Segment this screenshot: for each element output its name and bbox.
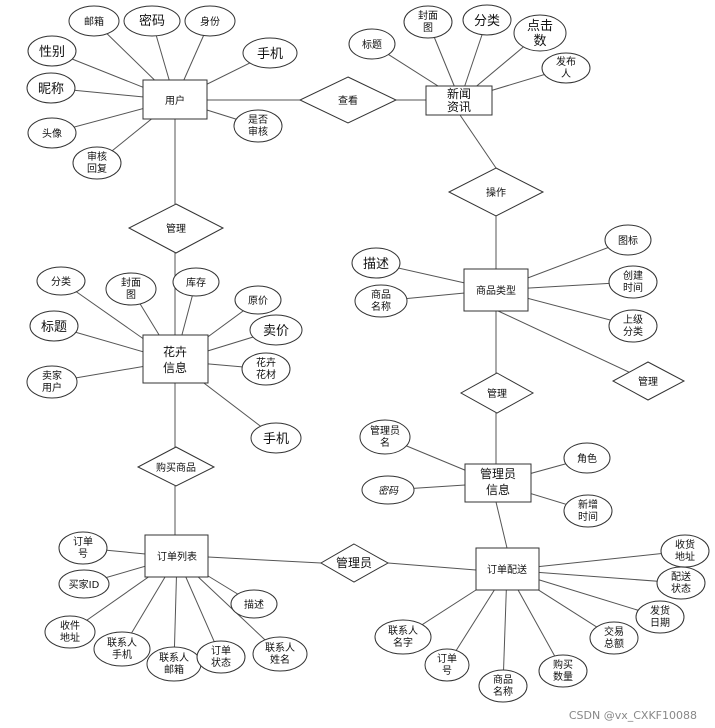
attr-recipient-address: 收件地址	[60, 619, 80, 644]
attr-delivery-contact-name: 联系人名字	[388, 625, 418, 649]
attr-user-phone: 手机	[257, 47, 283, 62]
rel-manage-flower: 管理	[166, 222, 186, 235]
news-attributes: 标题 封面图 分类 点击数 发布人	[348, 4, 591, 84]
attr-purchase-qty: 购买数量	[553, 658, 573, 683]
attr-flower-phone: 手机	[263, 432, 289, 447]
rel-view: 查看	[338, 94, 358, 107]
entities: 用户 新闻资讯 商品类型 花卉信息 管理员信息 订单列表 订单配送	[142, 79, 540, 591]
entity-order-list: 订单列表	[157, 550, 197, 563]
attr-flower-cover: 封面图	[121, 276, 141, 301]
attr-user-nickname: 昵称	[38, 82, 64, 97]
attr-category-icon: 图标	[618, 235, 638, 247]
attr-buyer-id: 买家ID	[69, 578, 100, 591]
entity-user: 用户	[165, 94, 185, 107]
attr-flower-stock: 库存	[186, 276, 206, 289]
attr-flower-seller: 卖家用户	[42, 369, 62, 394]
attr-admin-created: 新增时间	[578, 498, 598, 523]
entity-delivery: 订单配送	[487, 563, 527, 576]
attr-category-name: 商品名称	[371, 288, 391, 313]
attr-user-review-reply: 审核回复	[87, 150, 107, 175]
attr-flower-material: 花卉花材	[256, 356, 276, 381]
attr-admin-password: 密码	[378, 485, 399, 497]
attr-news-cover: 封面图	[418, 9, 438, 34]
attr-flower-original-price: 原价	[248, 295, 268, 307]
attr-user-identity: 身份	[200, 15, 220, 28]
rel-admin-order: 管理员	[336, 555, 372, 570]
attr-contact-email: 联系人邮箱	[159, 652, 189, 676]
rel-operate: 操作	[486, 186, 506, 199]
attr-total-amount: 交易总额	[604, 625, 624, 650]
attr-order-description: 描述	[244, 598, 264, 611]
entity-flower: 花卉信息	[163, 344, 187, 375]
attr-contact-phone: 联系人手机	[107, 637, 137, 661]
attr-admin-name: 管理员名	[370, 424, 400, 449]
attr-delivery-status: 配送状态	[671, 570, 691, 595]
attr-order-number: 订单号	[73, 536, 93, 560]
attr-ship-date: 发货日期	[650, 604, 670, 629]
entity-admin: 管理员信息	[480, 466, 516, 497]
attr-news-clicks: 点击数	[527, 19, 553, 49]
entity-category: 商品类型	[476, 284, 516, 297]
watermark: CSDN @vx_CXKF10088	[568, 709, 697, 722]
attr-shipping-address: 收货地址	[675, 538, 695, 563]
attr-contact-name: 联系人姓名	[265, 642, 295, 666]
order-list-attributes: 订单号 买家ID 描述 收件地址 联系人手机 联系人邮箱 订单状态 联系人姓名	[44, 531, 308, 682]
attr-news-publisher: 发布人	[556, 55, 576, 80]
attr-user-is-reviewed: 是否审核	[248, 114, 268, 138]
flower-attributes: 分类 封面图 库存 原价 标题 卖价 卖家用户 花卉花材 手机	[26, 266, 303, 454]
attr-delivery-order-number: 订单号	[437, 653, 457, 677]
attr-flower-category: 分类	[51, 275, 71, 288]
delivery-attributes: 收货地址 配送状态 发货日期 交易总额 购买数量 商品名称 订单号 联系人名字	[374, 534, 710, 703]
attr-product-name: 商品名称	[493, 673, 513, 698]
attr-category-created: 创建时间	[623, 269, 643, 294]
attr-news-category: 分类	[474, 14, 500, 29]
attr-order-status: 订单状态	[211, 645, 231, 669]
rel-manage-category: 管理	[487, 387, 507, 400]
attr-user-avatar: 头像	[42, 128, 62, 140]
rel-manage-side: 管理	[638, 375, 658, 388]
attr-category-parent: 上级分类	[623, 314, 643, 338]
attr-flower-title: 标题	[41, 320, 67, 335]
admin-attributes: 管理员名 密码 角色 新增时间	[359, 419, 613, 528]
attr-category-description: 描述	[363, 257, 389, 272]
entity-news: 新闻资讯	[447, 86, 471, 114]
category-attributes: 描述 商品名称 图标 创建时间 上级分类	[351, 224, 658, 343]
attr-user-email: 邮箱	[84, 15, 104, 28]
attr-admin-role: 角色	[577, 452, 597, 465]
attr-user-gender: 性别	[39, 45, 65, 60]
attr-user-password: 密码	[139, 13, 165, 29]
user-attributes: 邮箱 密码 身份 手机 性别 昵称 头像 审核回复 是否审核	[26, 5, 298, 180]
attr-flower-sale-price: 卖价	[263, 324, 289, 339]
rel-buy: 购买商品	[156, 461, 196, 474]
relationships: 查看 操作 管理 管理 管理 购买商品 管理员	[127, 76, 686, 583]
attr-news-title: 标题	[362, 39, 382, 51]
